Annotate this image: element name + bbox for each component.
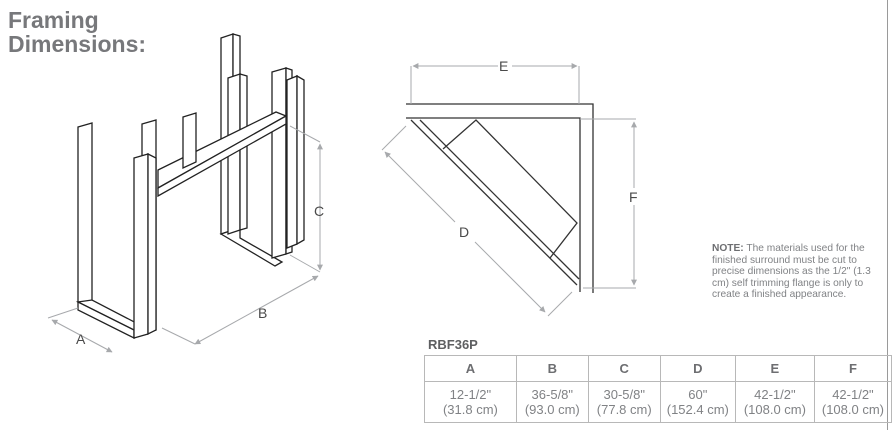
page-title: Framing Dimensions: — [8, 8, 146, 56]
table-header-row: A B C D E F — [424, 355, 892, 382]
stud — [286, 75, 298, 249]
cell-f: 42-1/2"(108.0 cm) — [813, 381, 892, 423]
label-e: E — [499, 58, 508, 74]
cell-e: 42-1/2"(108.0 cm) — [734, 381, 815, 423]
firebox-outline — [442, 119, 578, 259]
extension-line — [547, 291, 573, 317]
imperial-value: 60" — [688, 387, 708, 402]
note-text: NOTE: The materials used for the finishe… — [712, 243, 872, 301]
header-d: D — [659, 355, 736, 382]
label-f: F — [629, 189, 638, 205]
dimension-a-line — [51, 319, 113, 353]
extension-line — [47, 307, 79, 319]
table-row: 12-1/2"(31.8 cm) 36-5/8"(93.0 cm) 30-5/8… — [424, 381, 892, 423]
note-prefix: NOTE: — [712, 243, 744, 254]
label-d: D — [459, 224, 469, 240]
note-body: The materials used for the finished surr… — [712, 243, 871, 300]
header-f: F — [813, 355, 892, 382]
dimension-b-line — [194, 275, 319, 345]
title-line-2: Dimensions: — [8, 31, 147, 57]
extension-line — [289, 125, 321, 143]
header-e: E — [734, 355, 815, 382]
metric-value: (108.0 cm) — [743, 402, 806, 417]
extension-line — [289, 254, 321, 273]
stud-side — [147, 152, 157, 336]
model-label: RBF36P — [428, 337, 478, 352]
imperial-value: 42-1/2" — [832, 387, 874, 402]
dimension-d-line — [384, 151, 456, 223]
label-b: B — [258, 305, 267, 321]
header-b: B — [515, 355, 589, 382]
cell-a: 12-1/2"(31.8 cm) — [424, 381, 517, 423]
dimension-d-line — [474, 241, 546, 313]
metric-value: (77.8 cm) — [596, 402, 652, 417]
label-c: C — [314, 203, 324, 219]
metric-value: (108.0 cm) — [821, 402, 884, 417]
corner-dimension-lines — [381, 63, 637, 317]
surround-edge — [410, 119, 578, 286]
header-c: C — [587, 355, 661, 382]
metric-value: (31.8 cm) — [442, 402, 498, 417]
extension-line — [381, 125, 407, 151]
metric-value: (93.0 cm) — [524, 402, 580, 417]
header-a: A — [424, 355, 517, 382]
corner-diagram — [406, 103, 594, 293]
framing-dimension-lines — [47, 125, 323, 353]
inner-wall — [406, 117, 581, 292]
cell-d: 60"(152.4 cm) — [659, 381, 736, 423]
outer-wall — [406, 103, 594, 293]
metric-value: (152.4 cm) — [666, 402, 729, 417]
page-border — [887, 0, 888, 430]
stud — [133, 153, 149, 339]
cell-b: 36-5/8"(93.0 cm) — [515, 381, 589, 423]
stud-side — [239, 73, 248, 231]
stud — [271, 67, 287, 259]
imperial-value: 12-1/2" — [449, 387, 492, 402]
stud — [77, 122, 93, 307]
dimensions-table: A B C D E F 12-1/2"(31.8 cm) 36-5/8"(93.… — [424, 355, 892, 423]
stud — [182, 112, 197, 170]
header-beam-front — [157, 114, 287, 198]
stud-side — [296, 74, 305, 246]
cell-c: 30-5/8"(77.8 cm) — [587, 381, 661, 423]
title-line-1: Framing — [8, 7, 99, 33]
imperial-value: 42-1/2" — [754, 387, 796, 402]
label-a: A — [76, 331, 86, 347]
extension-line — [161, 327, 196, 345]
imperial-value: 30-5/8" — [603, 387, 645, 402]
imperial-value: 36-5/8" — [531, 387, 574, 402]
framing-studs — [75, 33, 305, 340]
